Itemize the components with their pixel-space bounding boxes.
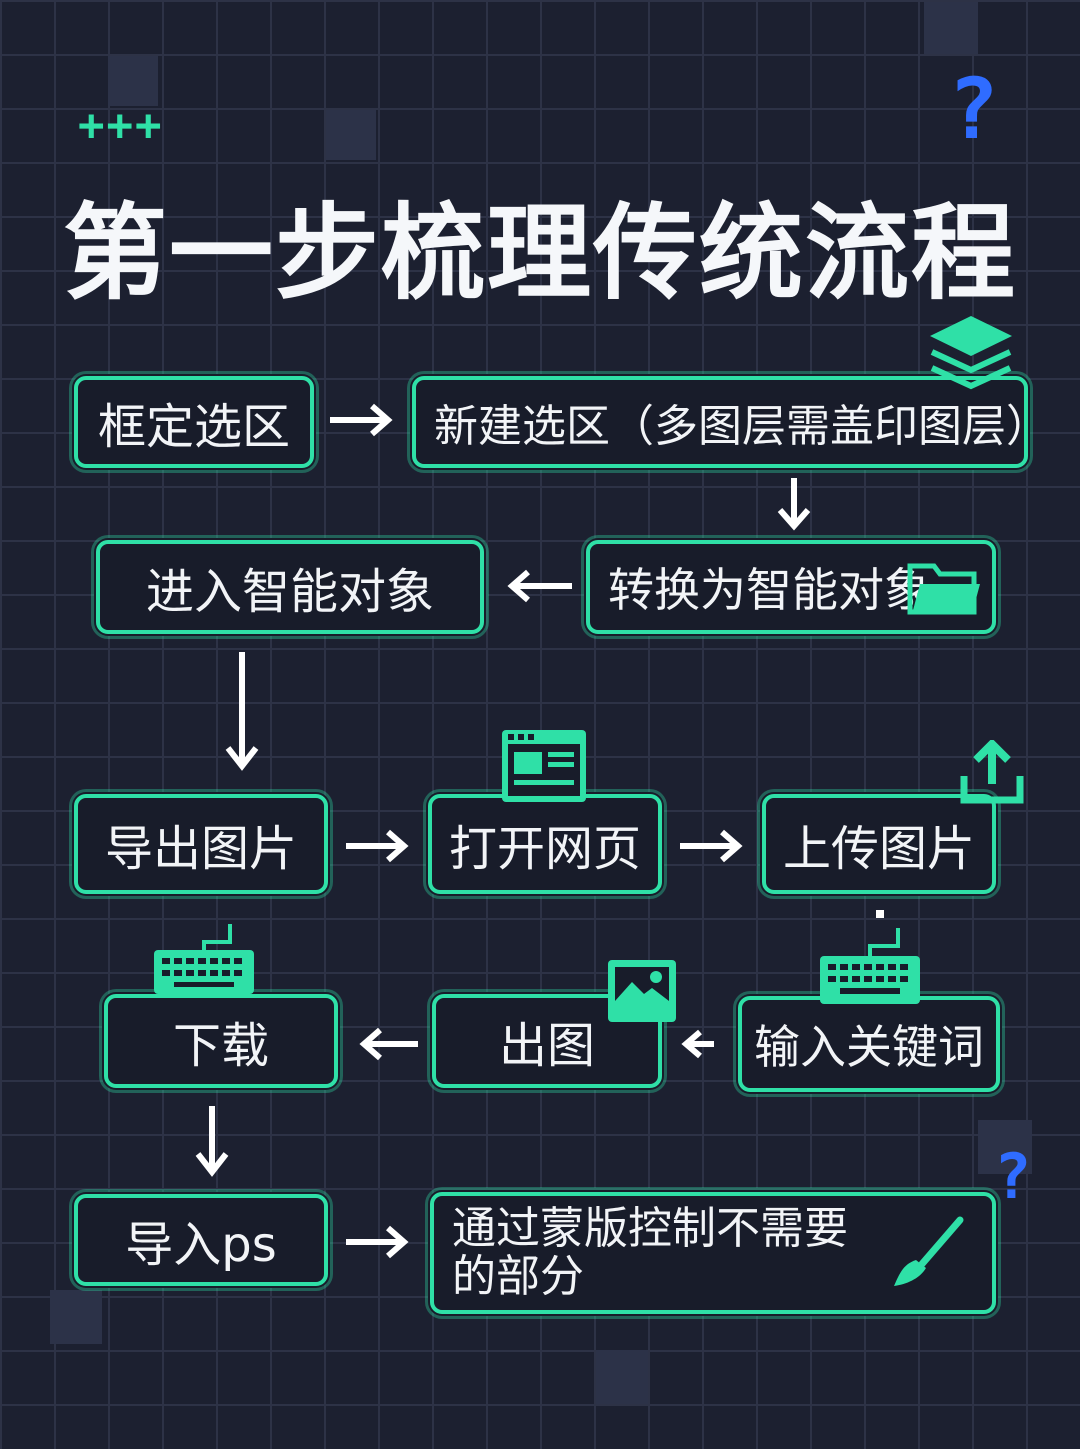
page-title: 第一步梳理传统流程 [62,192,1017,314]
image-icon [608,960,676,1022]
step-upload-box: 上传图片 [762,794,996,894]
step-download-box: 下载 [104,994,338,1088]
brush-icon [894,1216,964,1286]
folder-icon [907,563,980,615]
step-label: 上传图片 [782,821,975,877]
keyboard-icon [820,910,920,1004]
question-mark-icon: ? [994,1140,1032,1213]
decor-square [50,1290,102,1344]
step-new-selection-box: 新建选区（多图层需盖印图层） [412,376,1050,468]
arrow-right-icon [346,829,409,863]
step-keywords-box: 输入关键词 [738,996,1000,1092]
step-open-web-box: 打开网页 [428,794,662,894]
arrow-left-icon [681,1029,714,1059]
arrow-right-icon [680,829,743,863]
plus-decoration: +++ [78,100,164,151]
question-mark-icon: ? [948,60,999,158]
step-select-box: 框定选区 [74,376,314,468]
arrow-right-icon [346,1225,409,1259]
arrow-down-icon [225,652,259,771]
decor-square [596,1350,648,1404]
step-export-box: 导出图片 [74,794,328,894]
step-label: 导入ps [125,1217,277,1273]
arrow-left-icon [507,569,572,603]
step-label: 进入智能对象 [145,564,434,620]
arrow-right-icon [330,403,393,437]
step-label: 通过蒙版控制不需要的部分 [452,1203,848,1302]
arrow-left-icon [359,1027,418,1061]
arrow-down-icon [777,478,811,531]
step-label: 新建选区（多图层需盖印图层） [434,401,1050,452]
decor-square [108,56,158,106]
step-label: 下载 [172,1018,269,1074]
step-label: 打开网页 [448,821,641,877]
keyboard-icon [154,924,254,994]
step-label: 输入关键词 [754,1020,984,1074]
step-label: 导出图片 [104,821,297,877]
step-enter-box: 进入智能对象 [96,540,484,634]
step-label: 出图 [498,1018,595,1074]
arrow-down-icon [195,1106,229,1177]
decor-square [924,2,978,54]
step-label: 框定选区 [97,399,290,455]
decor-square [326,110,376,160]
webpage-icon [502,730,586,802]
decor-square [978,1120,1032,1174]
step-label: 转换为智能对象 [608,563,930,617]
step-import-ps-box: 导入ps [74,1194,328,1286]
step-mask-box: 通过蒙版控制不需要的部分 [430,1192,996,1314]
upload-icon [960,740,1024,804]
layers-icon [930,316,1012,390]
